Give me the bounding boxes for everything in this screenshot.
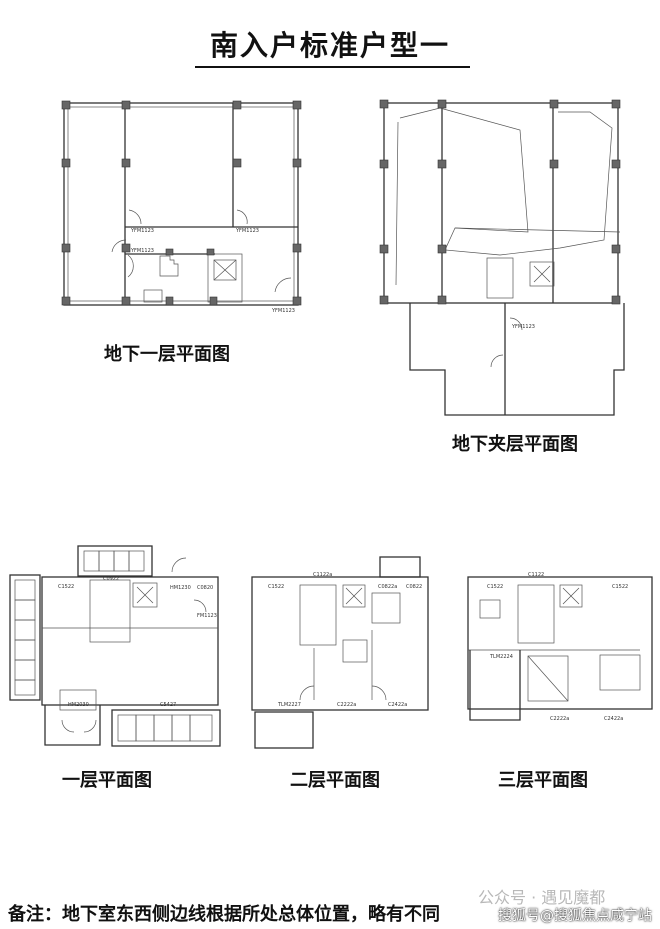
window-label: C0922 — [103, 576, 119, 582]
door-label: FM1123 — [197, 613, 217, 619]
door-label: YFM1123 — [130, 228, 154, 234]
window-label: C5427 — [160, 702, 176, 708]
page-title: 南入户标准户型一 — [209, 29, 450, 62]
door-label: YFM1123 — [511, 324, 535, 330]
door-label: HM1230 — [170, 585, 191, 591]
title-underline — [195, 66, 470, 68]
caption-basement-1: 地下一层平面图 — [104, 344, 230, 365]
caption-floor-3: 三层平面图 — [498, 770, 588, 791]
plan-floor-1: C1522 C0922 HM1230 C0820 FM1123 HM2030 C… — [9, 545, 221, 747]
window-label: C1122a — [313, 572, 332, 578]
footnote: 备注：地下室东西侧边线根据所处总体位置，略有不同 — [8, 904, 440, 925]
caption-floor-2: 二层平面图 — [290, 770, 380, 791]
window-label: C1522 — [58, 584, 74, 590]
window-label: C1522 — [268, 584, 284, 590]
plan-floor-3: C1122 C1522 C1522 TLM2224 C2222a C2422a — [467, 572, 653, 722]
caption-floor-1: 一层平面图 — [62, 770, 152, 791]
window-label: C1522 — [612, 584, 628, 590]
window-label: C2422a — [604, 716, 623, 722]
window-label: C0822 — [406, 584, 422, 590]
window-label: C1122 — [528, 572, 544, 578]
window-label: C0820 — [197, 585, 213, 591]
sohu-watermark: 搜狐号@搜狐焦点咸宁站 — [498, 908, 652, 924]
window-label: C2422a — [388, 702, 407, 708]
door-label: YFM1123 — [235, 228, 259, 234]
door-label: TLM2224 — [489, 654, 513, 660]
wechat-watermark: 公众号 · 遇见魔都 — [478, 888, 606, 907]
door-label: TLM2227 — [277, 702, 301, 708]
door-label: HM2030 — [68, 702, 89, 708]
door-label: YFM1123 — [271, 308, 295, 314]
window-label: C2222a — [550, 716, 569, 722]
plan-basement-1: YFM1123 YFM1123 YFM1123 YFM1123 — [61, 100, 302, 314]
window-label: C2222a — [337, 702, 356, 708]
plan-floor-2: C1122a C1522 C0822a C0822 TLM2227 C2222a… — [251, 556, 429, 749]
window-label: C0822a — [378, 584, 397, 590]
door-label: YFM1123 — [130, 248, 154, 254]
plan-basement-mezzanine: YFM1123 — [379, 99, 625, 416]
caption-basement-mezzanine: 地下夹层平面图 — [452, 434, 578, 455]
window-label: C1522 — [487, 584, 503, 590]
